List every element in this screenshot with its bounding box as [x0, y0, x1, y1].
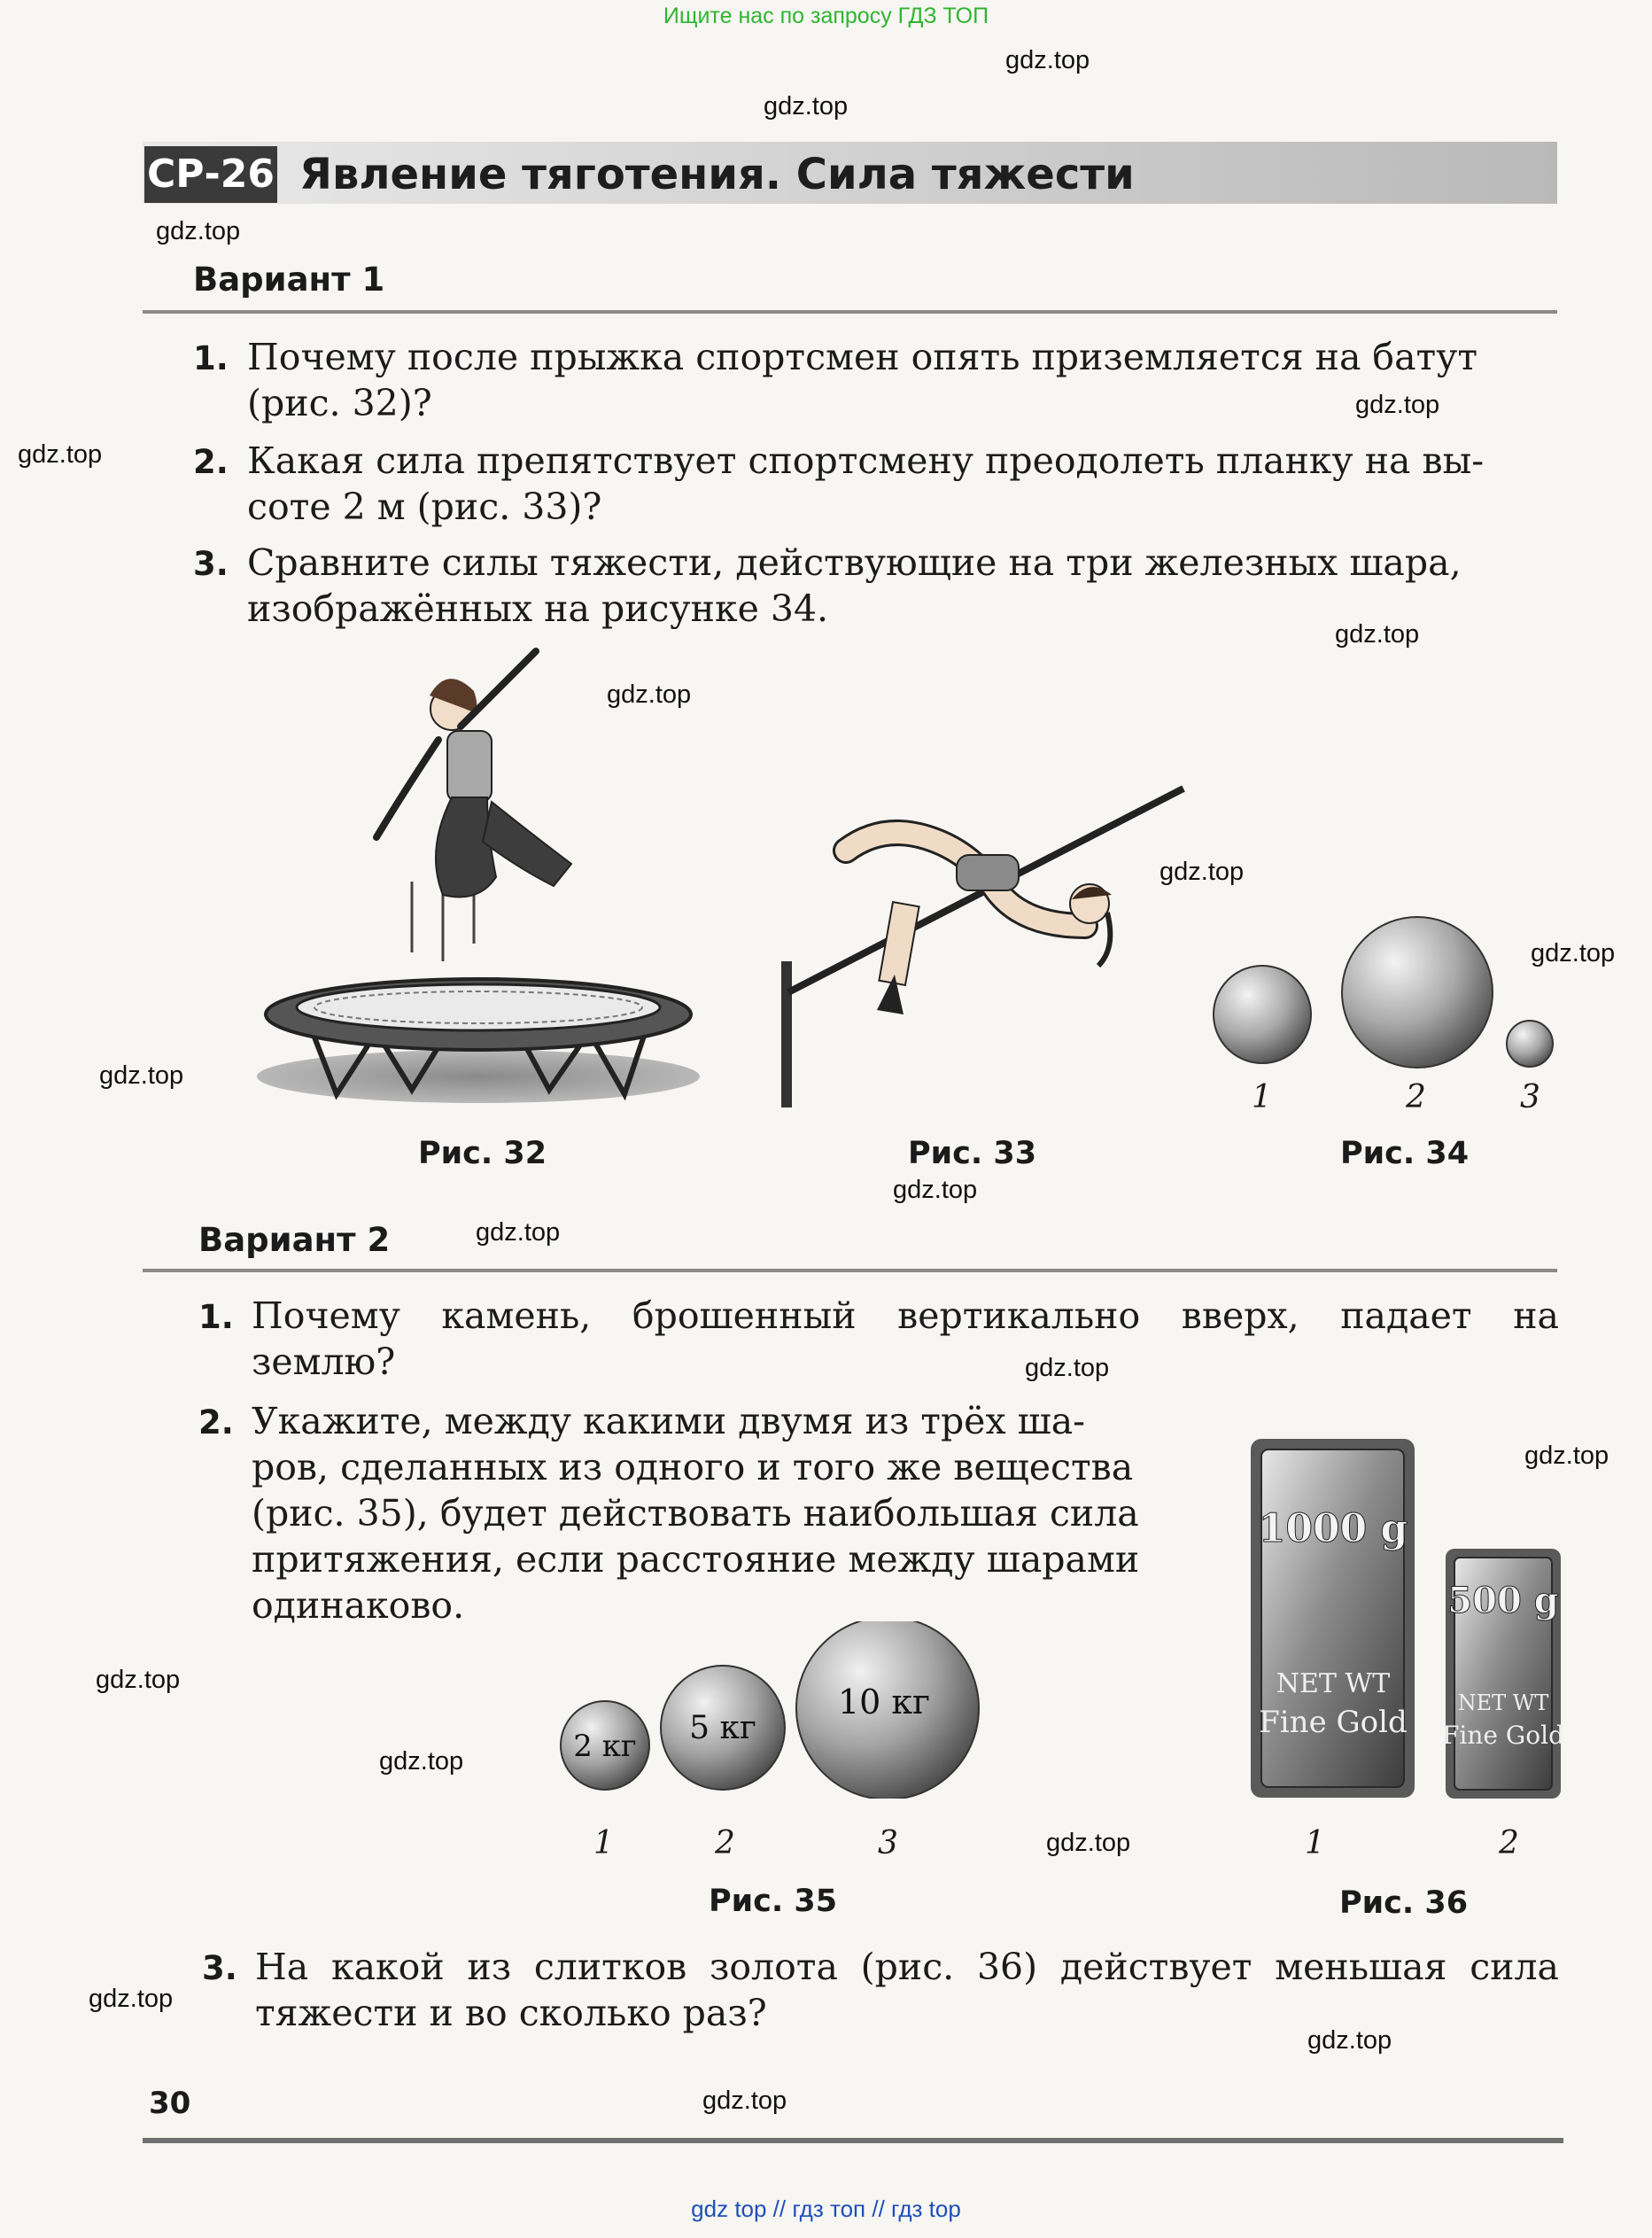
- bar-1-mass: 1000 g: [1259, 1506, 1408, 1551]
- bar-2-mass: 500 g: [1447, 1580, 1558, 1621]
- figure-36-gold-bars: 1000 g NET WT Fine Gold 500 g NET WT Fin…: [1251, 1439, 1563, 1799]
- ball-label: 2: [1406, 1079, 1426, 1115]
- divider: [143, 1269, 1557, 1272]
- question-text: На какой из слитков золота (рис. 36) дей…: [255, 1946, 1559, 1988]
- page-number: 30: [149, 2086, 191, 2121]
- question-text: (рис. 32)?: [247, 382, 432, 424]
- ball-2-mass: 5 кг: [689, 1710, 756, 1746]
- question-text: Какая сила препятствует спортсмену преод…: [247, 439, 1485, 482]
- ball-label: 1: [593, 1825, 614, 1861]
- question-text: одинаково.: [252, 1584, 465, 1627]
- question-text: Почему после прыжка спортсмен опять приз…: [247, 336, 1478, 378]
- watermark: gdz.top: [1025, 1354, 1110, 1382]
- figure-32-trampoline-jumper: [257, 648, 700, 1103]
- watermark: gdz.top: [1531, 939, 1616, 967]
- figure-34-iron-balls: [1213, 916, 1554, 1068]
- watermark: gdz.top: [1307, 2026, 1392, 2055]
- figure-35-balls: 2 кг 5 кг 10 кг: [560, 1621, 980, 1799]
- bar-2-line1: NET WT: [1458, 1690, 1549, 1715]
- watermark: gdz.top: [764, 92, 849, 120]
- question-text: соте 2 м (рис. 33)?: [247, 486, 602, 528]
- ball-1-mass: 2 кг: [573, 1729, 637, 1764]
- figure-34-caption: Рис. 34: [1340, 1136, 1470, 1171]
- variant-1-title: Вариант 1: [193, 260, 385, 299]
- section-header-band: [143, 142, 1557, 204]
- question-text: ров, сделанных из одного и того же вещес…: [252, 1446, 1134, 1488]
- figure-33-high-jumper: [781, 785, 1185, 1107]
- ball-label: 1: [1252, 1079, 1272, 1115]
- figure-33-caption: Рис. 33: [908, 1136, 1037, 1171]
- ball-3-mass: 10 кг: [838, 1682, 930, 1721]
- bottom-banner[interactable]: gdz top // гдз топ // гдз top: [691, 2195, 961, 2222]
- question-text: тяжести и во сколько раз?: [255, 1992, 767, 2034]
- bar-1-line1: NET WT: [1276, 1668, 1391, 1699]
- watermark: gdz.top: [607, 680, 692, 709]
- bar-1-line2: Fine Gold: [1259, 1705, 1408, 1740]
- ball-label: 2: [715, 1825, 735, 1861]
- figure-36-caption: Рис. 36: [1339, 1885, 1469, 1921]
- watermark: gdz.top: [1335, 620, 1420, 649]
- question-number: 3.: [193, 545, 229, 583]
- section-badge: СР-26: [144, 146, 277, 203]
- watermark: gdz.top: [99, 1061, 184, 1090]
- ball-label: 3: [878, 1825, 898, 1861]
- watermark: gdz.top: [1355, 391, 1440, 419]
- bar-label: 1: [1305, 1825, 1325, 1861]
- ball-label: 3: [1520, 1079, 1540, 1115]
- question-text: Укажите, между какими двумя из трёх ша-: [252, 1400, 1086, 1442]
- question-text: Сравните силы тяжести, действующие на тр…: [247, 541, 1462, 584]
- watermark: gdz.top: [156, 217, 241, 245]
- watermark: gdz.top: [1046, 1829, 1131, 1857]
- question-number: 2.: [193, 443, 229, 481]
- section-title: Явление тяготения. Сила тяжести: [299, 150, 1135, 199]
- question-number: 2.: [198, 1403, 234, 1441]
- top-banner[interactable]: Ищите нас по запросу ГДЗ ТОП: [663, 4, 989, 28]
- watermark: gdz.top: [1005, 46, 1090, 74]
- watermark: gdz.top: [89, 1985, 174, 2013]
- question-text: притяжения, если расстояние между шарами: [252, 1538, 1140, 1581]
- bar-label: 2: [1499, 1825, 1519, 1861]
- divider: [143, 310, 1557, 314]
- watermark: gdz.top: [18, 440, 103, 469]
- watermark: gdz.top: [1524, 1441, 1609, 1470]
- watermark: gdz.top: [379, 1747, 464, 1776]
- footer-rule: [143, 2138, 1563, 2143]
- figure-32-caption: Рис. 32: [418, 1136, 547, 1171]
- question-text: Почему камень, брошенный вертикально вве…: [252, 1294, 1559, 1337]
- question-number: 3.: [202, 1949, 237, 1987]
- question-text: землю?: [252, 1340, 396, 1383]
- variant-2-title: Вариант 2: [198, 1221, 391, 1259]
- watermark: gdz.top: [476, 1218, 561, 1247]
- watermark: gdz.top: [96, 1666, 181, 1694]
- watermark: gdz.top: [1160, 858, 1245, 886]
- watermark: gdz.top: [893, 1176, 978, 1204]
- figure-35-caption: Рис. 35: [709, 1884, 838, 1919]
- question-number: 1.: [193, 339, 229, 377]
- question-text: изображённых на рисунке 34.: [247, 587, 829, 630]
- watermark: gdz.top: [702, 2086, 787, 2115]
- question-text: (рис. 35), будет действовать наибольшая …: [252, 1492, 1139, 1535]
- bar-2-line2: Fine Gold: [1442, 1721, 1563, 1750]
- question-number: 1.: [198, 1298, 234, 1336]
